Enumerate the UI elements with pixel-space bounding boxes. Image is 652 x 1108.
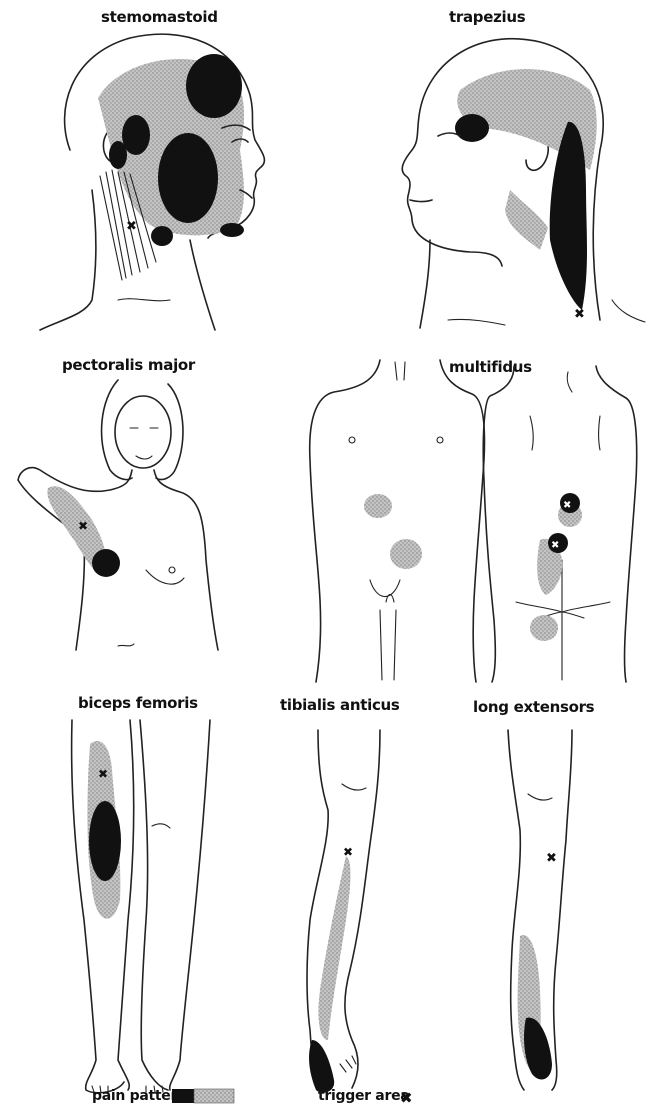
pain-area-dark bbox=[455, 114, 489, 142]
multifidus-back-figure: ✖ ✖ bbox=[483, 366, 636, 682]
pain-area-dark bbox=[220, 223, 244, 237]
pain-area-dark bbox=[122, 115, 150, 155]
pain-area-dark bbox=[309, 1040, 334, 1093]
trigger-mark: ✖ bbox=[126, 219, 137, 234]
pectoralis-major-figure: ✖ bbox=[18, 380, 218, 650]
pain-area-dark bbox=[186, 54, 242, 118]
pain-area-dark bbox=[158, 133, 218, 223]
trigger-mark: ✖ bbox=[343, 845, 353, 859]
pain-area-light bbox=[505, 190, 548, 250]
pain-area-dark bbox=[151, 226, 173, 246]
trigger-mark: ✖ bbox=[546, 851, 557, 866]
sternomastoid-figure: ✖ bbox=[40, 34, 264, 330]
legend-pain-light-swatch bbox=[194, 1089, 234, 1103]
pain-area-dark bbox=[550, 122, 587, 310]
trigger-mark: ✖ bbox=[98, 767, 108, 781]
trigger-mark: ✖ bbox=[563, 500, 571, 511]
pain-area-dark bbox=[524, 1018, 552, 1080]
biceps-femoris-figure: ✖ bbox=[72, 720, 210, 1093]
pain-area-light bbox=[364, 494, 392, 518]
trigger-mark: ✖ bbox=[574, 307, 585, 322]
legend-pain-pattern-label: pain pattern bbox=[92, 1088, 187, 1104]
pain-area-dark bbox=[92, 549, 120, 577]
pain-area-light bbox=[390, 539, 422, 569]
trigger-mark: ✖ bbox=[551, 540, 559, 551]
tibialis-anticus-figure: ✖ bbox=[307, 730, 380, 1093]
pain-area-dark bbox=[89, 801, 121, 881]
pain-area-dark bbox=[109, 141, 127, 169]
trapezius-figure: ✖ bbox=[402, 39, 645, 328]
long-extensors-figure: ✖ bbox=[508, 730, 572, 1090]
pain-area-light bbox=[530, 615, 558, 641]
trigger-mark: ✖ bbox=[78, 519, 88, 533]
legend-trigger-area-label: trigger area bbox=[318, 1088, 409, 1104]
multifidus-front-figure bbox=[310, 360, 485, 682]
